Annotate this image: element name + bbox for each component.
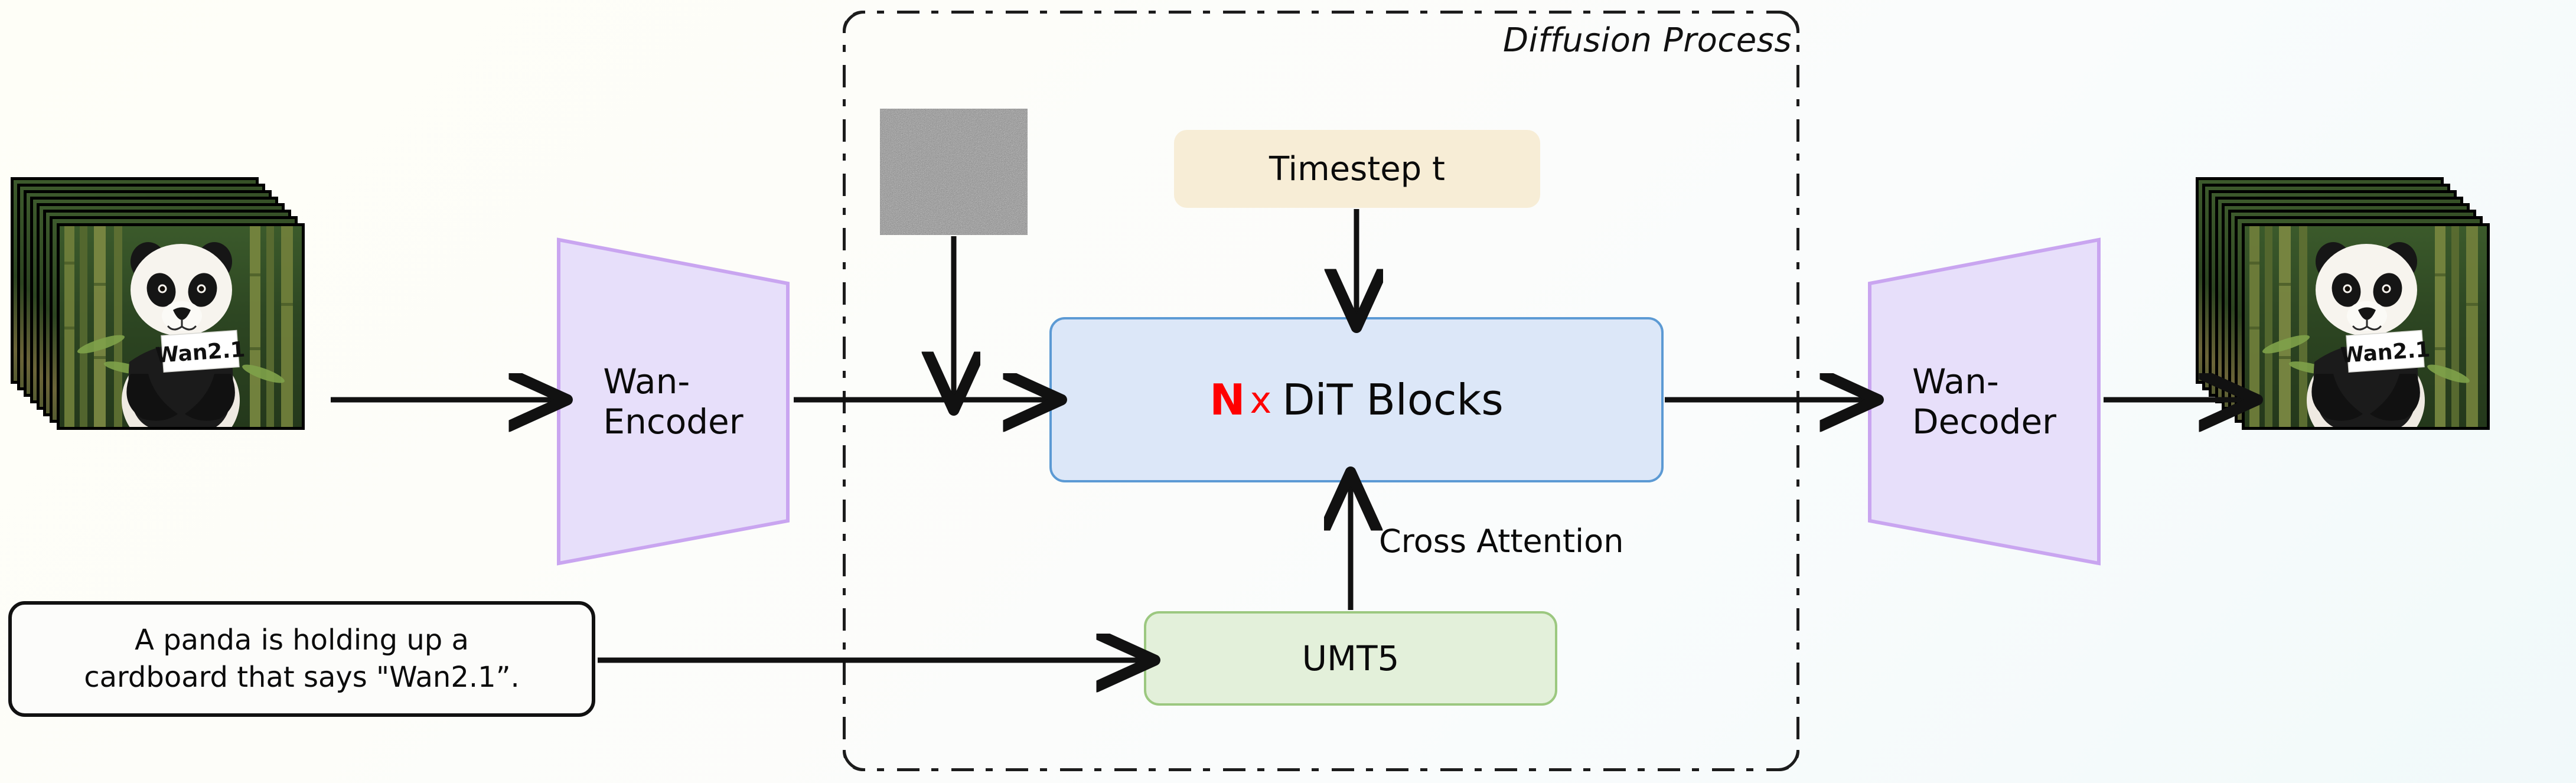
output-video-frame-stack: Wan2.1: [2196, 177, 2503, 431]
dit-blocks-node[interactable]: N x DiT Blocks: [1049, 317, 1664, 482]
dit-blocks-label: DiT Blocks: [1282, 375, 1504, 425]
timestep-node[interactable]: Timestep t: [1174, 130, 1540, 208]
wan-decoder-label: Wan- Decoder: [1912, 361, 2057, 442]
cross-attention-label: Cross Attention: [1379, 523, 1624, 560]
wan-decoder-node[interactable]: Wan- Decoder: [1866, 236, 2102, 567]
gaussian-noise-patch: [880, 109, 1028, 235]
wan-decoder-shape: [1868, 237, 2101, 566]
dit-times-symbol: x: [1250, 378, 1272, 422]
video-frame-front: Wan2.1: [2242, 223, 2490, 430]
wan-encoder-shape: [557, 237, 790, 566]
umt5-text-encoder-node[interactable]: UMT5: [1144, 611, 1557, 706]
video-frame-front: Wan2.1: [57, 223, 305, 430]
umt5-label: UMT5: [1302, 638, 1400, 678]
timestep-label: Timestep t: [1269, 149, 1445, 188]
text-prompt-value: A panda is holding up a cardboard that s…: [84, 623, 520, 694]
noise-texture: [880, 109, 1028, 235]
dit-n-multiplier: N: [1209, 375, 1245, 425]
wan-encoder-node[interactable]: Wan- Encoder: [555, 236, 791, 567]
input-video-frame-stack: Wan2.1: [11, 177, 318, 431]
text-prompt-box[interactable]: A panda is holding up a cardboard that s…: [8, 601, 595, 717]
wan-encoder-label: Wan- Encoder: [603, 361, 744, 442]
diffusion-process-label: Diffusion Process: [1502, 21, 1792, 60]
